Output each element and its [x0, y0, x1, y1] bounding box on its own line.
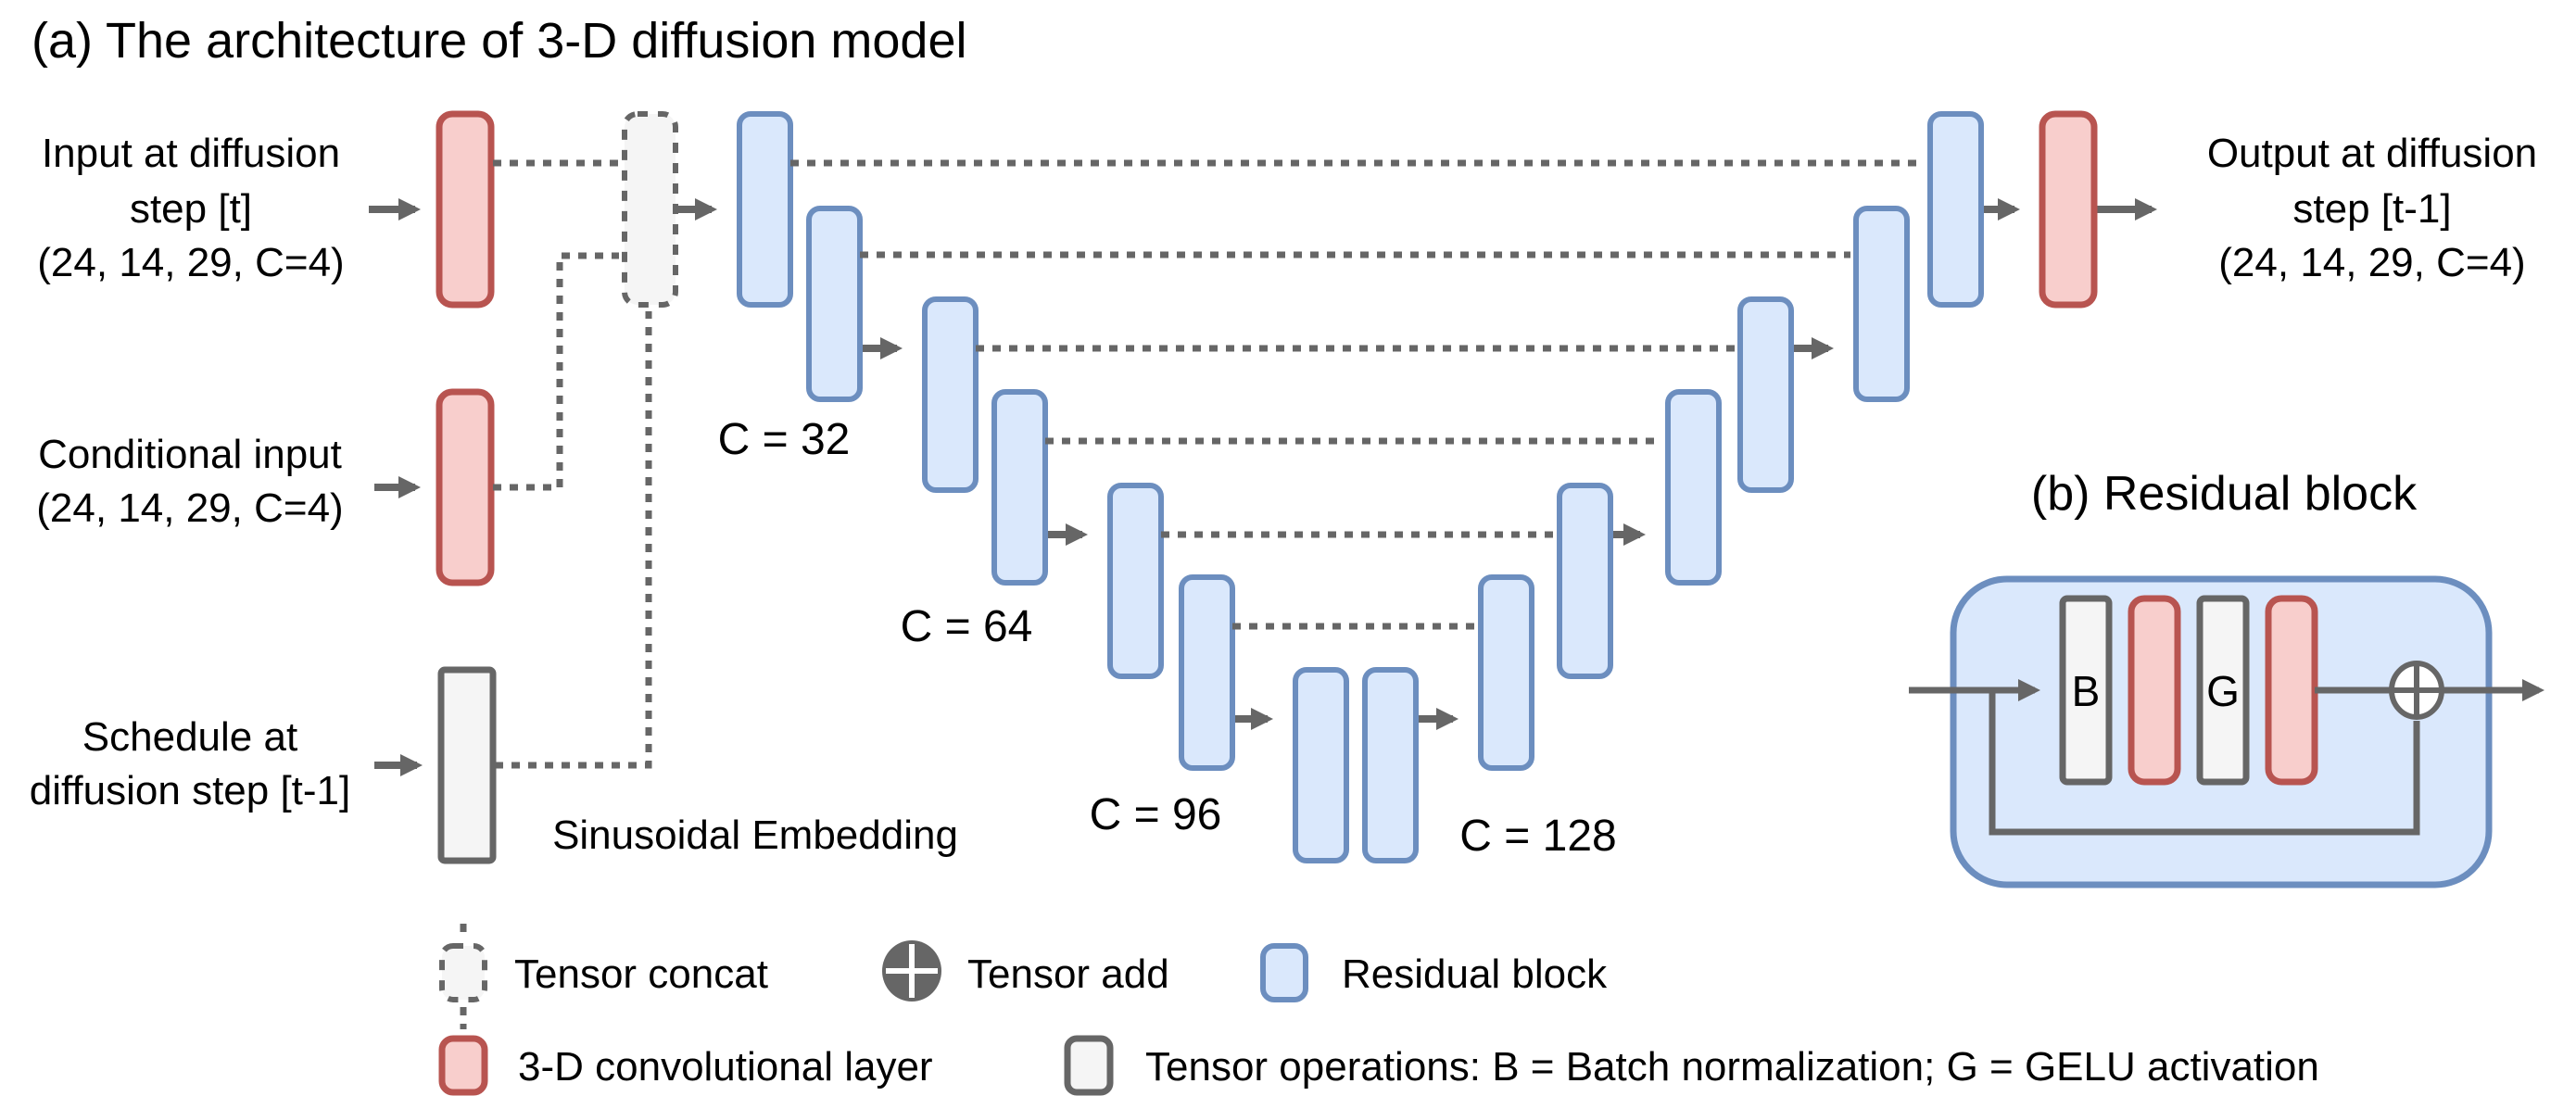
panel-b-title: (b) Residual block [2031, 467, 2418, 521]
residual-block [1927, 111, 1984, 308]
input-noisy-line2: step [t] [130, 186, 252, 232]
residual-block-icon [1260, 943, 1308, 1002]
legend-tensor-concat-label: Tensor concat [514, 951, 768, 997]
residual-block [806, 206, 863, 402]
dotted-schedule-to-concat [495, 311, 652, 769]
batch-norm-label: B [2072, 667, 2101, 715]
input-schedule-line2: diffusion step [t-1] [30, 768, 351, 813]
legend-row-2: 3-D convolutional layer Tensor operation… [438, 1035, 2319, 1096]
input-noisy-line1: Input at diffusion [42, 131, 340, 176]
tensor-concat-block [622, 111, 678, 308]
residual-block [737, 111, 793, 308]
residual-block [1853, 206, 1910, 402]
residual-block [1665, 389, 1722, 586]
conv-block-inner-2 [2265, 595, 2318, 786]
conv-block-input [436, 110, 495, 309]
residual-block [922, 296, 979, 493]
legend-residual-block-label: Residual block [1342, 951, 1608, 997]
op-block-sinusoidal-embedding [437, 666, 497, 864]
conv-block-output [2039, 110, 2098, 309]
legend-tensor-add-label: Tensor add [967, 951, 1169, 997]
tensor-add-cross [2392, 663, 2442, 717]
panel-a-title: (a) The architecture of 3-D diffusion mo… [32, 13, 967, 69]
residual-block [991, 389, 1048, 586]
residual-block [1293, 667, 1349, 863]
output-label: Output at diffusion step [t-1] (24, 14, … [2207, 131, 2537, 285]
input-schedule-label: Schedule at diffusion step [t-1] [30, 714, 351, 813]
channel-label-128: C = 128 [1459, 812, 1616, 861]
sinusoidal-embedding-label: Sinusoidal Embedding [552, 813, 958, 858]
input-noisy-line3: (24, 14, 29, C=4) [37, 240, 344, 285]
input-conditional-line1: Conditional input [38, 432, 342, 477]
gelu-label: G [2206, 667, 2240, 715]
legend-conv-layer-label: 3-D convolutional layer [518, 1044, 933, 1090]
channel-label-32: C = 32 [718, 415, 851, 464]
batch-norm-block [2059, 595, 2113, 786]
residual-block [1362, 667, 1419, 863]
residual-block [1179, 574, 1235, 771]
tensor-concat-icon [439, 943, 487, 1002]
input-conditional-line2: (24, 14, 29, C=4) [36, 485, 343, 531]
conv-layer-icon [438, 1035, 488, 1096]
residual-skip-path [1989, 690, 2420, 836]
conv-block-inner-1 [2128, 595, 2181, 786]
conv-block-conditional [436, 388, 495, 586]
channel-label-64: C = 64 [901, 602, 1033, 651]
tensor-op-icon [1064, 1035, 1114, 1096]
residual-block [1107, 483, 1164, 679]
output-line2: step [t-1] [2292, 186, 2451, 232]
residual-block [1557, 483, 1613, 679]
gelu-block [2196, 595, 2250, 786]
input-conditional-label: Conditional input (24, 14, 29, C=4) [36, 432, 343, 531]
tensor-add-legend-cross [886, 944, 938, 998]
output-line1: Output at diffusion [2207, 131, 2537, 176]
residual-block [1478, 574, 1534, 771]
input-noisy-label: Input at diffusion step [t] (24, 14, 29,… [37, 131, 344, 285]
channel-label-96: C = 96 [1090, 790, 1222, 839]
output-line3: (24, 14, 29, C=4) [2218, 240, 2525, 285]
residual-block [1737, 296, 1794, 493]
dotted-conditional-to-concat [493, 252, 619, 491]
input-schedule-line1: Schedule at [82, 714, 297, 760]
legend-tensor-ops-label: Tensor operations: B = Batch normalizati… [1145, 1044, 2319, 1090]
legend-row-1: Tensor concat Tensor add Residual block [439, 924, 1608, 1029]
